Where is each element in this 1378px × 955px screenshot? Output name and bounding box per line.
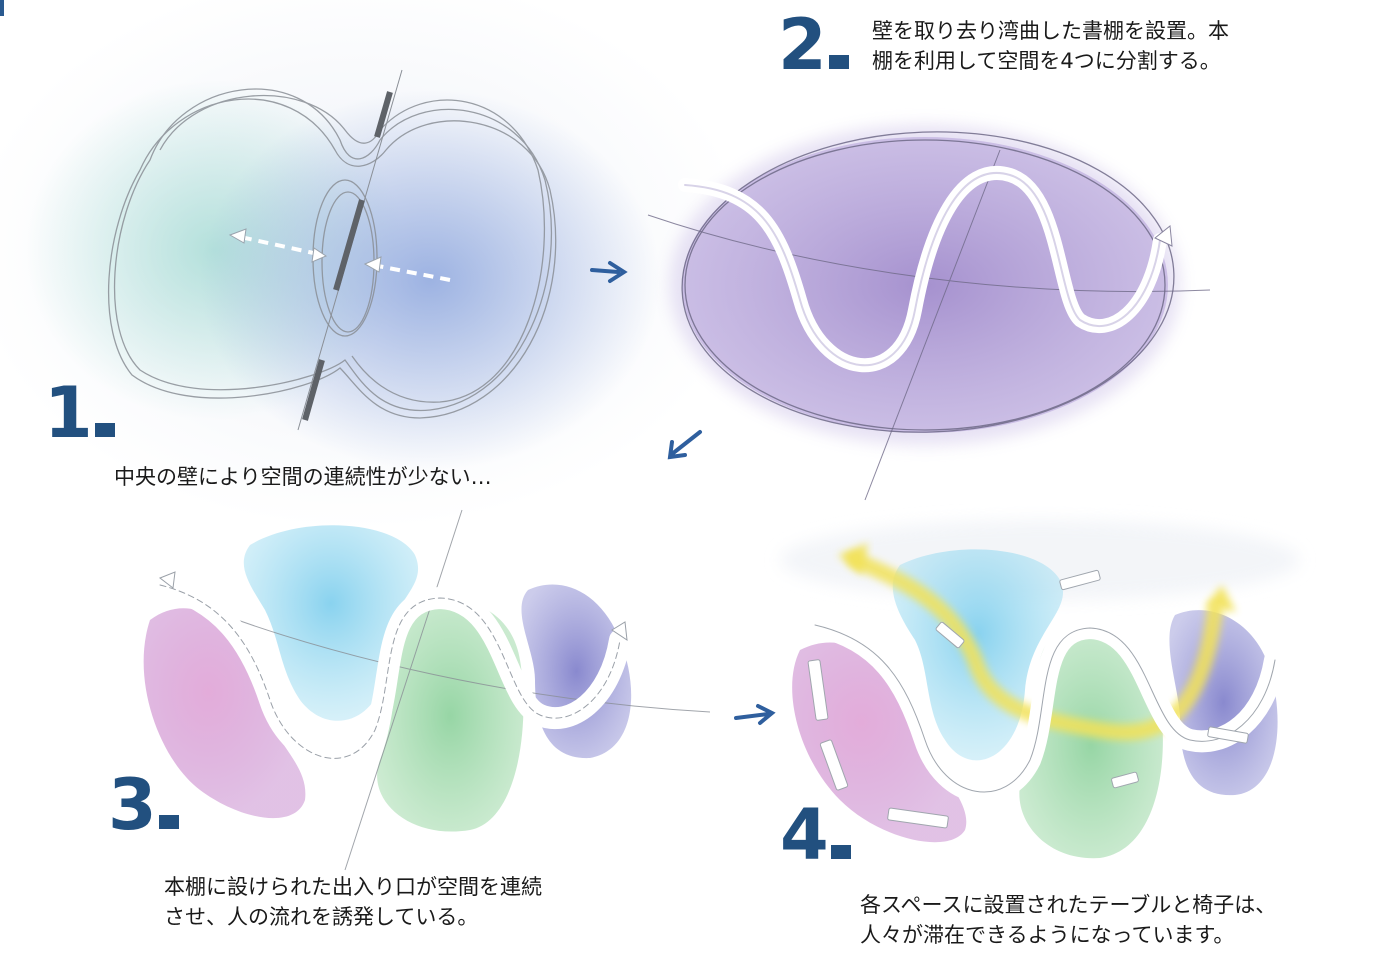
panel-2-sketch xyxy=(647,125,1211,501)
panel-4-sketch xyxy=(780,520,1300,859)
step-2-caption: 壁を取り去り湾曲した書棚を設置。本 棚を利用して空間を4つに分割する。 xyxy=(872,16,1229,76)
step-2-caption-line-1: 壁を取り去り湾曲した書棚を設置。本 xyxy=(872,19,1229,43)
edge-marker xyxy=(0,0,4,16)
step-1-caption-line-1: 中央の壁により空間の連続性が少ない… xyxy=(114,465,492,489)
arrow-to-step-2 xyxy=(590,261,628,283)
panel-1-sketch xyxy=(0,0,750,530)
step-4-caption: 各スペースに設置されたテーブルと椅子は、 人々が滞在できるようになっています。 xyxy=(860,890,1276,950)
step-3-caption-line-1: 本棚に設けられた出入り口が空間を連続 xyxy=(164,875,542,899)
step-2-caption-line-2: 棚を利用して空間を4つに分割する。 xyxy=(872,49,1221,73)
step-number-1: 1 xyxy=(44,378,115,448)
step-number-2: 2 xyxy=(778,10,849,80)
arrow-to-step-4 xyxy=(734,704,776,725)
step-4-caption-line-2: 人々が滞在できるようになっています。 xyxy=(860,923,1235,947)
step-3-caption-line-2: させ、人の流れを誘発している。 xyxy=(164,905,479,929)
step-3-caption: 本棚に設けられた出入り口が空間を連続 させ、人の流れを誘発している。 xyxy=(164,872,542,932)
step-4-caption-line-1: 各スペースに設置されたテーブルと椅子は、 xyxy=(860,893,1277,917)
step-number-3: 3 xyxy=(108,770,179,840)
step-number-4: 4 xyxy=(780,800,851,870)
step-1-caption: 中央の壁により空間の連続性が少ない… xyxy=(114,462,492,492)
arrow-to-step-3 xyxy=(667,430,702,460)
panel-3-sketch xyxy=(143,509,711,871)
